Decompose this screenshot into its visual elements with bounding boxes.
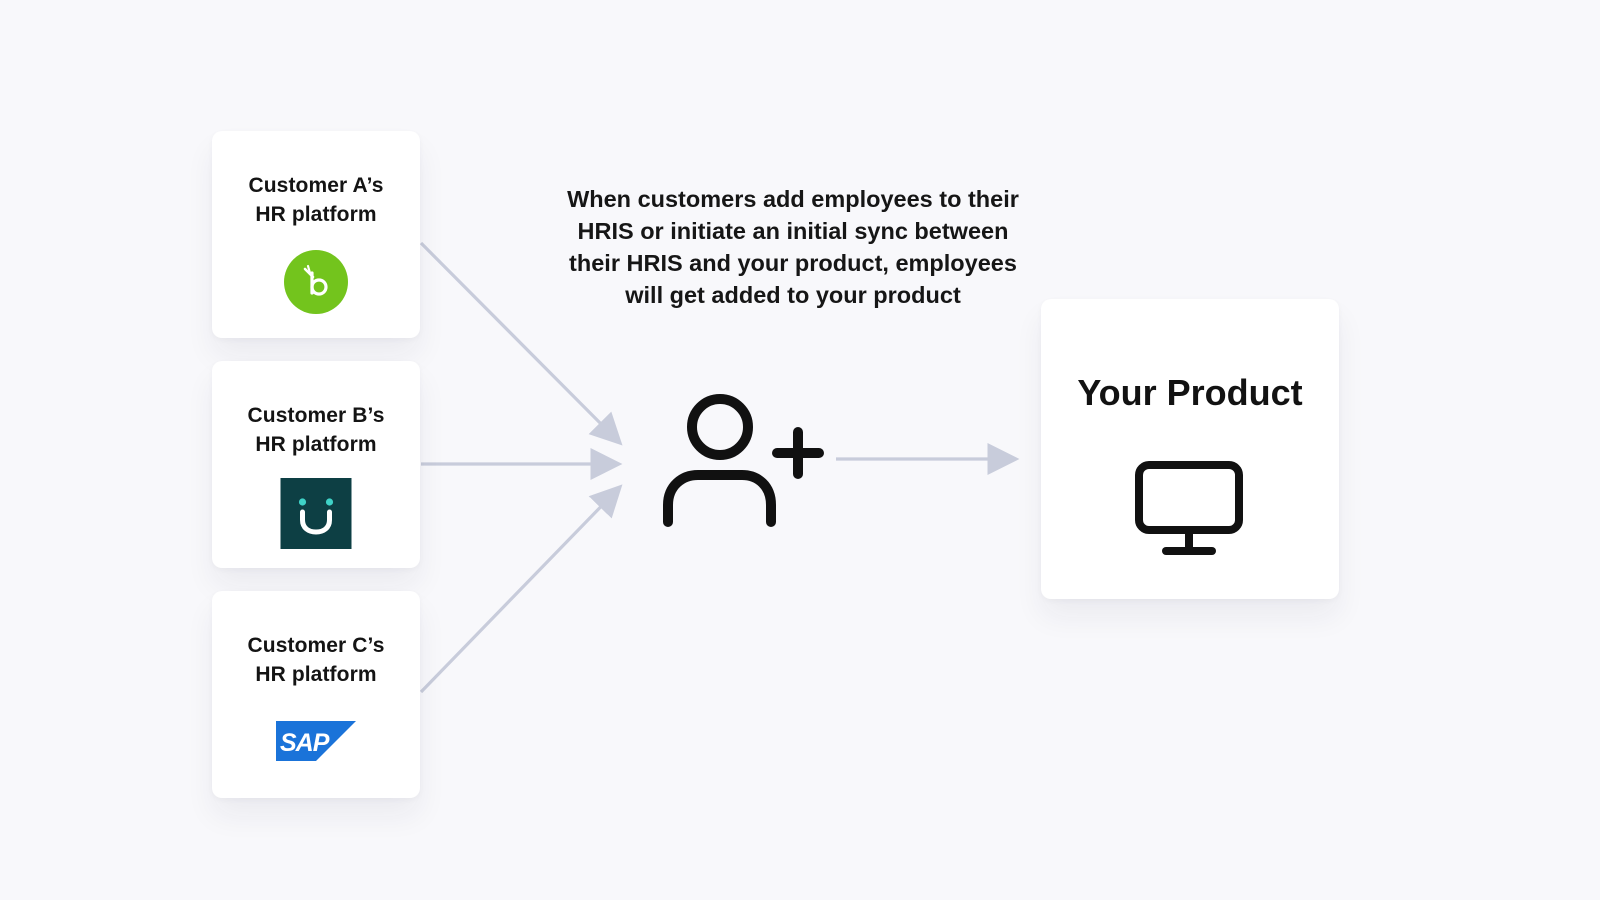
caption-line3: their HRIS and your product, employees [569,250,1017,276]
add-user-icon [663,394,824,527]
sap-logo-text: SAP [280,729,330,757]
arrow-from-customer-c [419,484,623,694]
arrow-from-customer-a [419,241,623,446]
customer-c-title-line2: HR platform [255,663,377,686]
customer-b-card: Customer B’s HR platform [212,361,420,568]
customer-a-title-line1: Customer A’s [248,174,384,197]
customer-c-card: Customer C’s HR platform SAP [212,591,420,798]
product-title: Your Product [1077,372,1303,413]
bamboohr-logo-icon [284,250,348,314]
caption-line1: When customers add employees to their [567,186,1019,212]
monitor-icon [1135,461,1243,555]
caption: When customers add employees to their HR… [545,183,1041,311]
customer-b-title: Customer B’s HR platform [212,401,420,459]
caption-line2: HRIS or initiate an initial sync between [577,218,1009,244]
customer-a-title: Customer A’s HR platform [212,171,420,229]
sap-logo-icon: SAP [276,721,356,761]
product-card: Your Product [1041,299,1339,599]
customer-c-title-line1: Customer C’s [247,634,385,657]
customer-b-title-line2: HR platform [255,433,377,456]
customer-c-title: Customer C’s HR platform [212,631,420,689]
caption-line4: will get added to your product [625,282,961,308]
customer-a-title-line2: HR platform [255,203,377,226]
customer-a-card: Customer A’s HR platform [212,131,420,338]
customer-b-title-line1: Customer B’s [247,404,385,427]
smiley-u-logo-icon [280,478,352,549]
